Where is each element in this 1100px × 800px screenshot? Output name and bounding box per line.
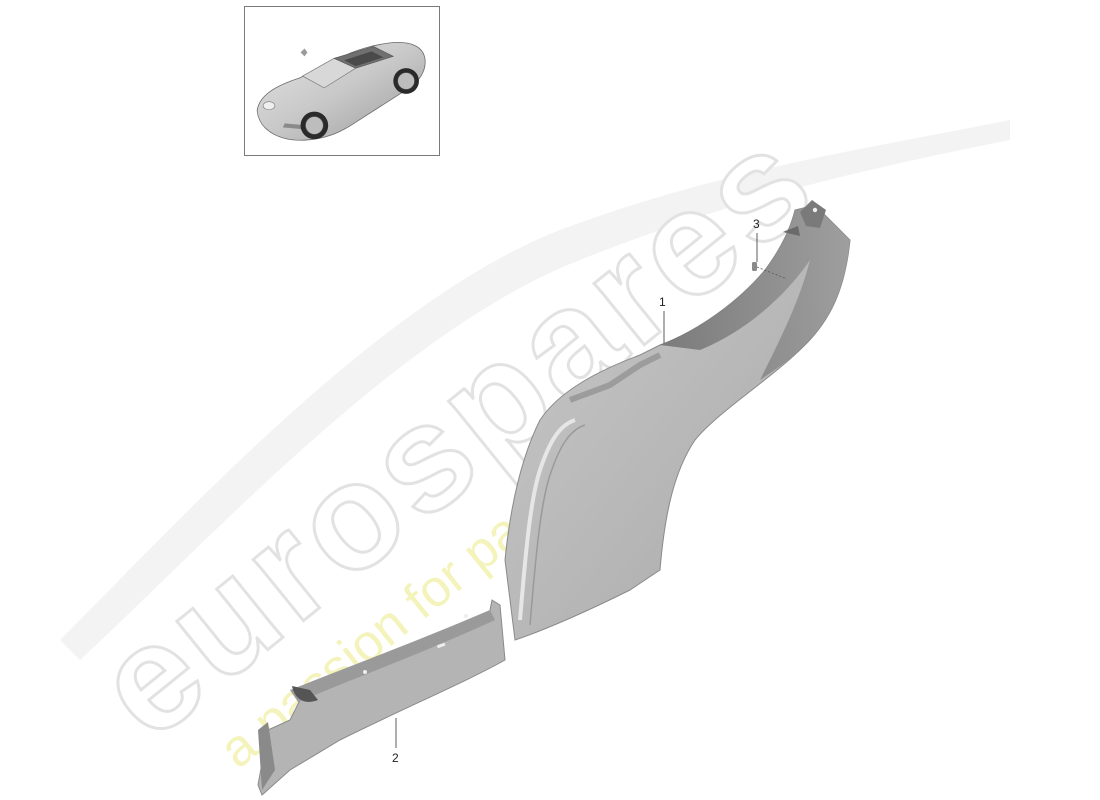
part-side-panel[interactable] — [504, 200, 851, 641]
part-fastener[interactable] — [752, 262, 788, 280]
part-sill[interactable] — [257, 599, 506, 796]
callout-1[interactable]: 1 — [659, 295, 666, 309]
callout-3[interactable]: 3 — [753, 217, 760, 231]
callout-2[interactable]: 2 — [392, 751, 399, 765]
